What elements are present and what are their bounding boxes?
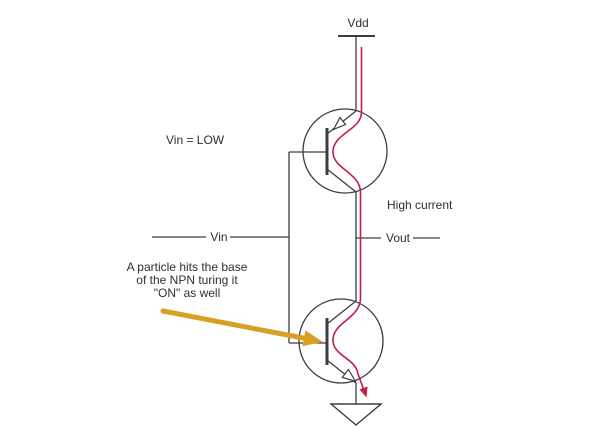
vout-label: Vout bbox=[385, 231, 411, 245]
npn-collector-lead bbox=[326, 300, 357, 325]
particle-strike-arrow bbox=[160, 308, 323, 347]
current-path-arrowhead-icon bbox=[359, 386, 368, 398]
vdd-rail bbox=[338, 35, 375, 111]
current-path bbox=[332, 47, 368, 398]
pnp-transistor bbox=[289, 108, 388, 194]
vin-label: Vin bbox=[210, 230, 228, 244]
npn-transistor bbox=[289, 298, 384, 384]
ground-symbol bbox=[329, 383, 383, 426]
npn-body-circle bbox=[298, 298, 384, 384]
particle-annotation: A particle hits the base of the NPN turi… bbox=[109, 261, 265, 300]
vin-state-label: Vin = LOW bbox=[166, 133, 225, 147]
particle-arrow-head-icon bbox=[302, 330, 323, 347]
vdd-label: Vdd bbox=[347, 16, 369, 30]
current-path-line bbox=[332, 47, 365, 390]
pnp-collector-lead bbox=[326, 168, 357, 193]
ground-triangle-icon bbox=[329, 403, 383, 426]
pnp-body-circle bbox=[302, 108, 388, 194]
annotation-line-2: of the NPN turing it bbox=[136, 273, 238, 287]
annotation-line-1: A particle hits the base bbox=[126, 260, 248, 274]
npn-emitter-arrow-icon bbox=[341, 368, 357, 383]
pnp-emitter-arrow-icon bbox=[332, 116, 347, 131]
annotation-line-3: "ON" as well bbox=[153, 286, 221, 300]
particle-arrow-shaft bbox=[160, 308, 306, 341]
input-net bbox=[152, 152, 290, 343]
high-current-label: High current bbox=[387, 198, 453, 212]
